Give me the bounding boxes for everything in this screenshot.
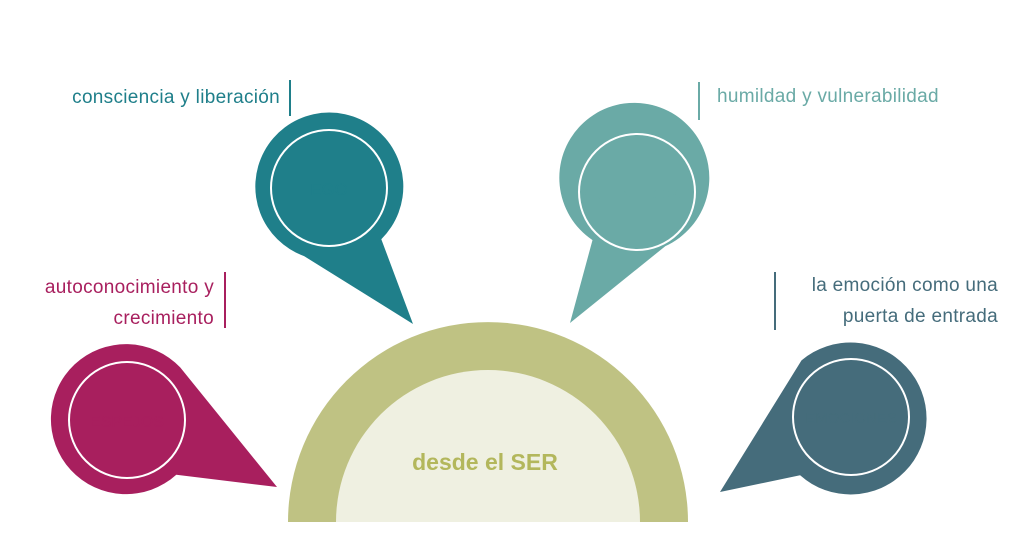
caption-espejos-line-1: autoconocimiento y — [44, 277, 214, 298]
marker-ego-label: EGO — [310, 180, 348, 199]
caption-emociones-line-2: puerta de entrada — [842, 306, 998, 327]
caption-autenticidad: humildad y vulnerabilidad — [717, 81, 939, 112]
caption-autenticidad-line: humildad y vulnerabilidad — [717, 86, 939, 107]
caption-ego-line: consciencia y liberación — [72, 87, 280, 108]
caption-ego: consciencia y liberación — [72, 82, 280, 113]
caption-espejos-line-2: crecimiento — [113, 308, 214, 329]
divider-emociones — [774, 272, 776, 330]
marker-ego: EGO — [255, 112, 413, 324]
marker-emociones: EMOCIONES — [720, 342, 927, 495]
marker-autenticidad-pin — [559, 102, 710, 323]
marker-espejos-label: ESPEJOS — [90, 414, 164, 431]
marker-emociones-label: EMOCIONES — [805, 410, 897, 427]
divider-espejos — [224, 272, 226, 328]
marker-ego-ring — [270, 129, 388, 247]
divider-ego — [289, 80, 291, 116]
caption-emociones: la emoción como una puerta de entrada — [812, 270, 998, 332]
marker-autenticidad: AUTENTICIDAD — [559, 102, 710, 323]
center-semicircle: desde el SER — [288, 322, 688, 522]
divider-autenticidad — [698, 82, 700, 120]
marker-autenticidad-label: AUTENTICIDAD — [582, 186, 693, 203]
marker-espejos-ring — [68, 361, 186, 479]
marker-ego-pin — [255, 112, 413, 324]
center-inner-arc — [336, 370, 640, 522]
center-label: desde el SER — [412, 449, 558, 475]
marker-espejos: ESPEJOS — [50, 344, 278, 495]
marker-espejos-pin — [50, 344, 278, 495]
caption-espejos: autoconocimiento y crecimiento — [45, 272, 214, 334]
marker-emociones-ring — [792, 358, 910, 476]
marker-emociones-pin — [720, 342, 927, 495]
marker-autenticidad-ring — [578, 133, 696, 251]
caption-emociones-line-1: la emoción como una — [811, 275, 998, 296]
